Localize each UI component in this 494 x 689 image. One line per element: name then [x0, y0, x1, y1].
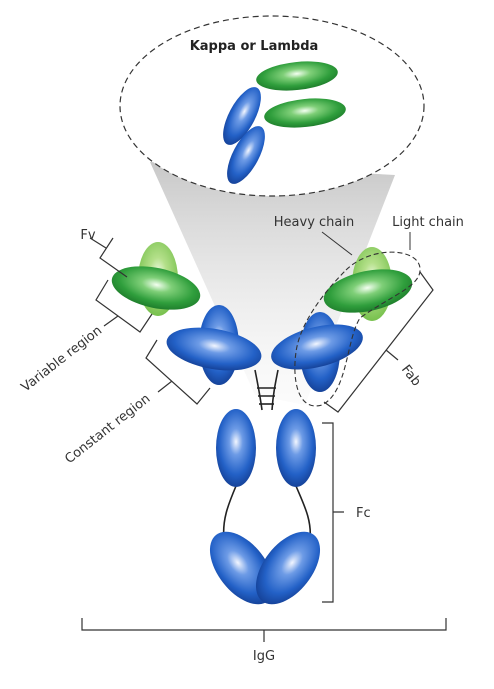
constant-region-label: Constant region	[62, 391, 153, 467]
igg-label: IgG	[253, 649, 275, 664]
fc-ch2-left	[216, 409, 256, 487]
fc-bracket	[322, 423, 344, 602]
fc-region	[197, 409, 333, 616]
fc-ch2-right	[276, 409, 316, 487]
fv-label: Fv	[80, 228, 95, 243]
fc-label: Fc	[356, 506, 371, 521]
light-chain-label: Light chain	[392, 215, 464, 230]
igg-bracket	[82, 618, 446, 642]
callout-title: Kappa or Lambda	[190, 39, 319, 54]
left-heavy-chain-variable	[108, 259, 204, 317]
variable-region-label: Variable region	[19, 323, 105, 395]
fab-label: Fab	[398, 362, 424, 389]
heavy-chain-label: Heavy chain	[274, 215, 354, 230]
